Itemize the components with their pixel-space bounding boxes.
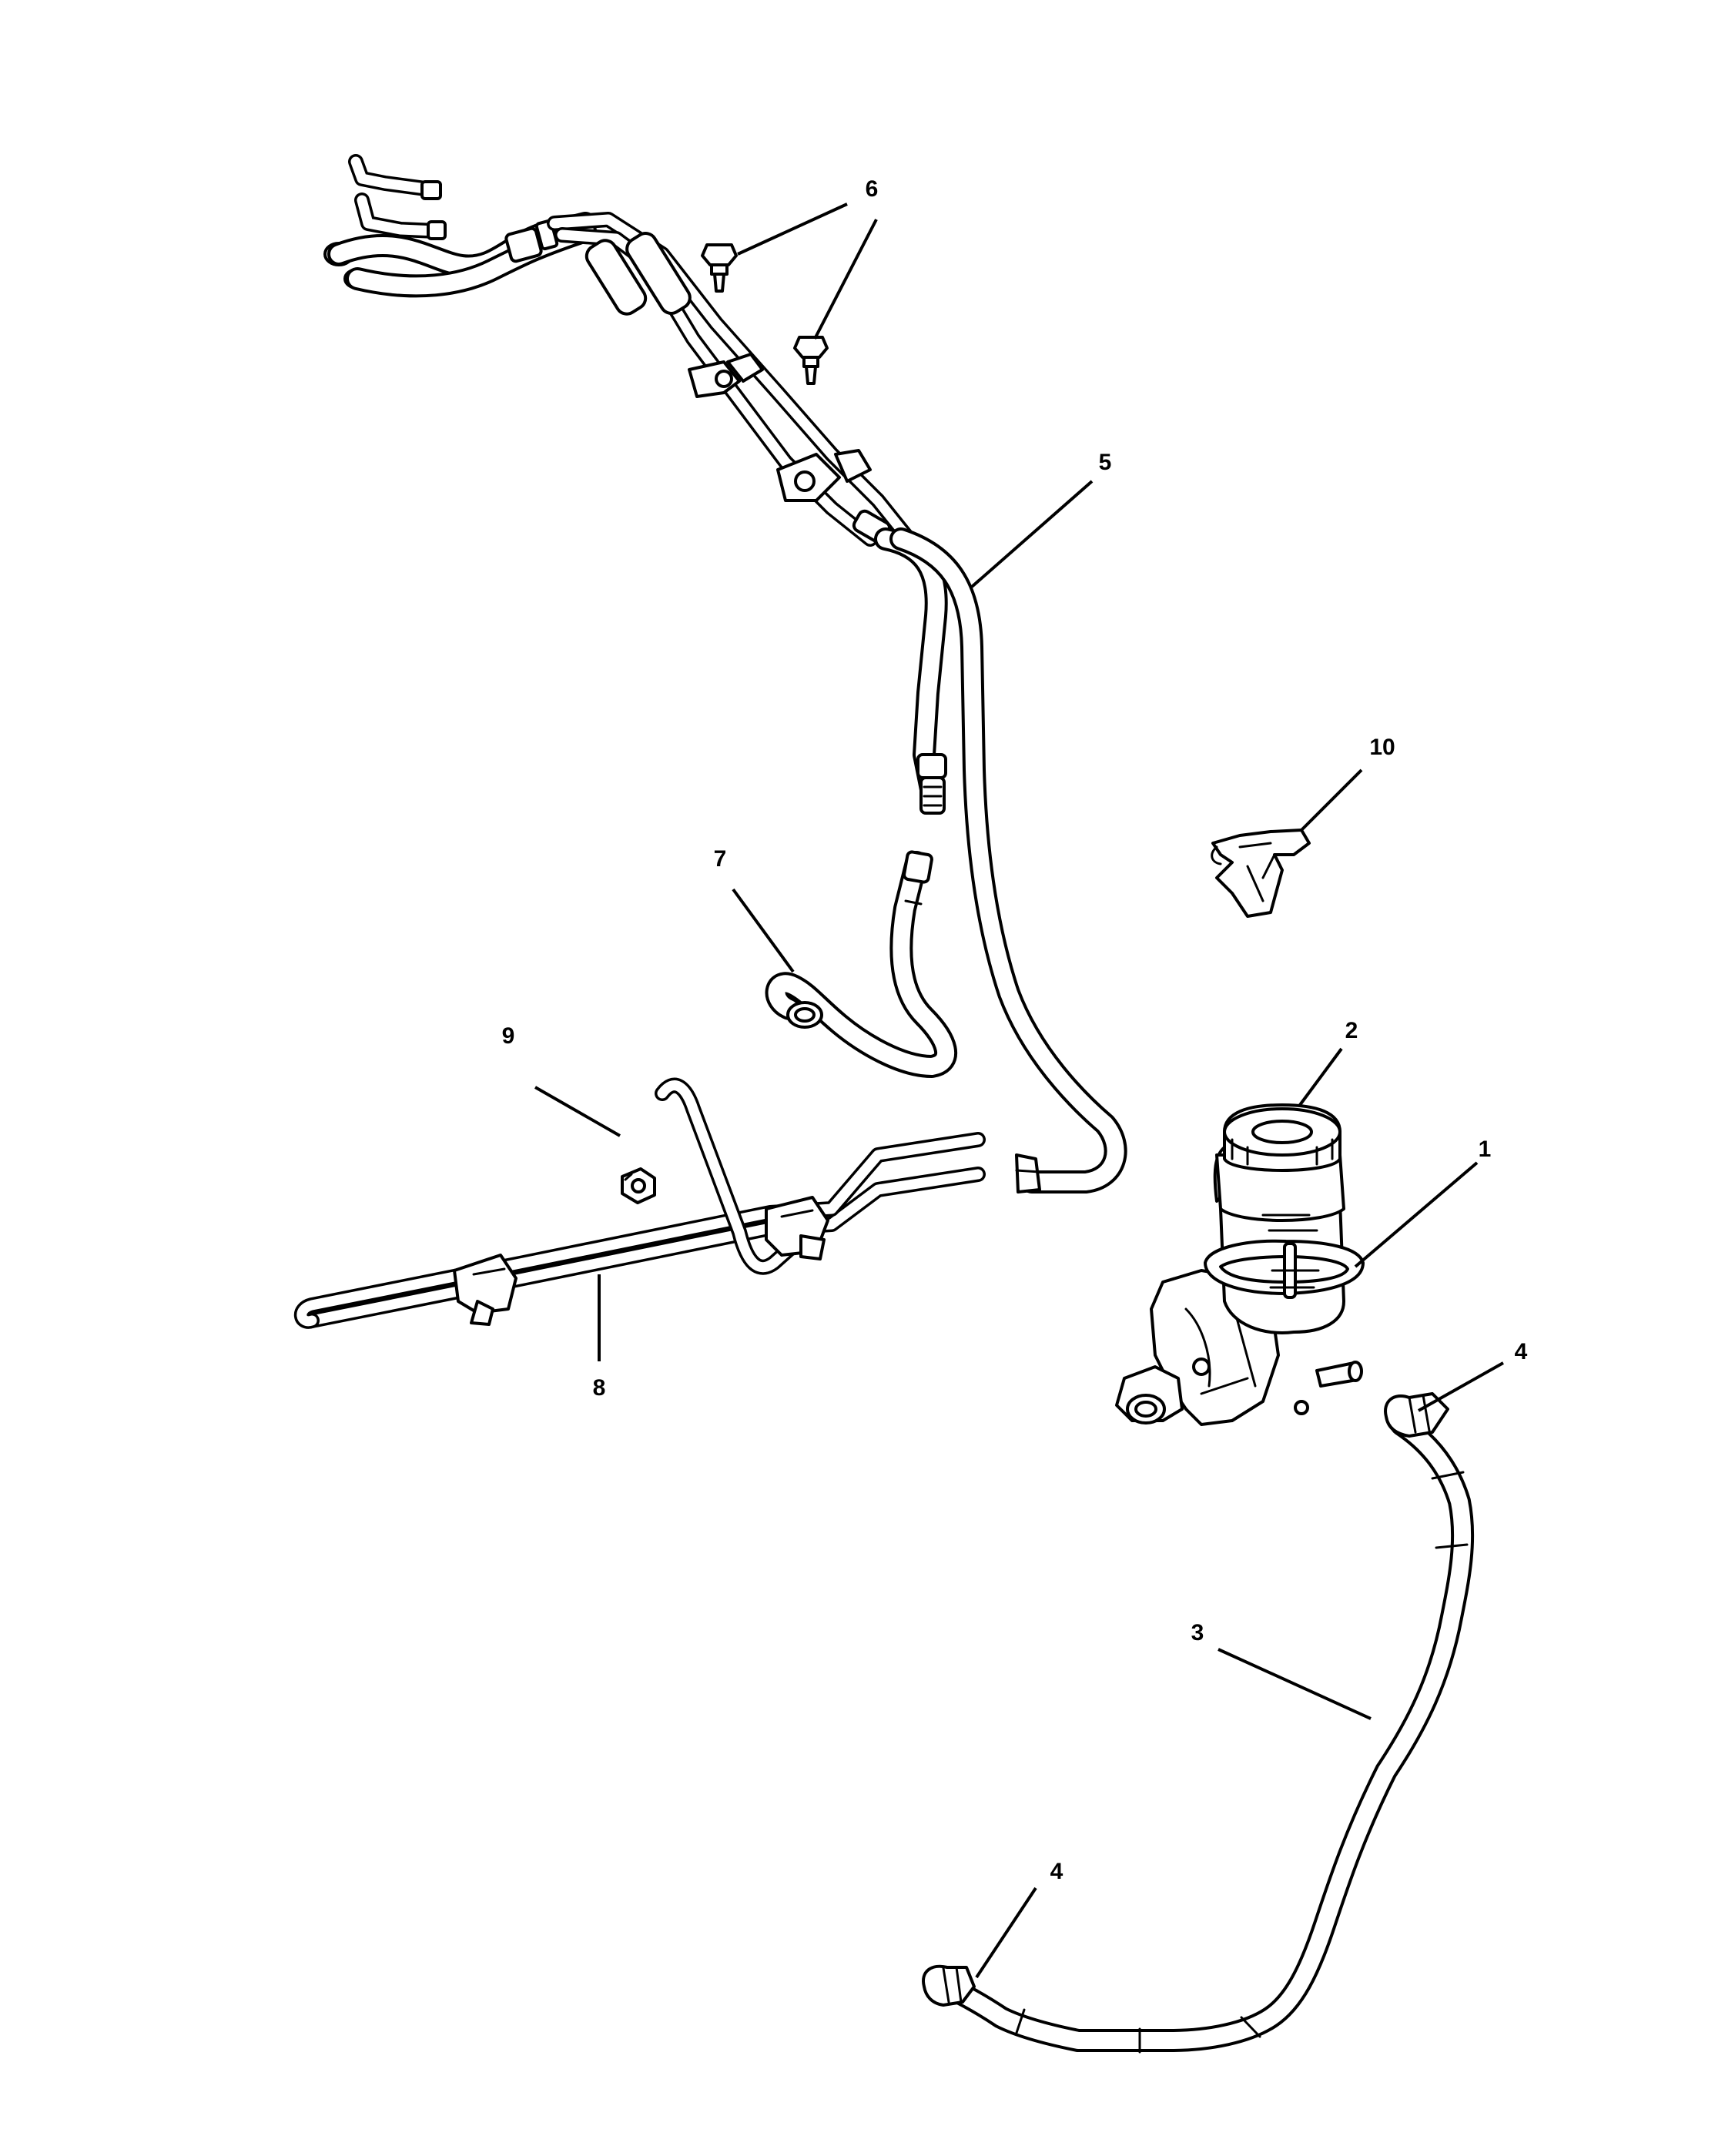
bolt-icon (701, 243, 738, 293)
callout-4b: 4 (1050, 1859, 1063, 1884)
callout-2: 2 (1345, 1018, 1358, 1043)
leader-5 (970, 480, 1094, 588)
bolt-icon (793, 336, 829, 385)
callout-labels: 1 2 3 4 4 5 6 7 8 9 10 (502, 176, 1528, 1884)
leader-1 (1354, 1161, 1479, 1268)
leader-9 (534, 1086, 621, 1137)
callout-8: 8 (593, 1375, 606, 1401)
leader-10 (1300, 768, 1363, 832)
callout-9: 9 (502, 1023, 515, 1049)
part-1-reservoir-bracket[interactable] (1115, 1146, 1365, 1426)
callout-4a: 4 (1515, 1339, 1528, 1364)
leader-2 (1298, 1047, 1343, 1106)
part-9-nut[interactable] (621, 1167, 656, 1204)
leader-lines (534, 203, 1504, 1979)
leader-7 (732, 888, 795, 973)
leader-6a (737, 203, 848, 256)
part-4-hose-clamp-lower[interactable] (922, 1964, 976, 2007)
callout-10: 10 (1369, 735, 1395, 760)
leader-3 (1218, 1648, 1372, 1720)
part-2-reservoir-cap[interactable] (1223, 1103, 1341, 1172)
part-5-hose-assembly[interactable] (323, 154, 1127, 1194)
leader-4b (975, 1886, 1037, 1979)
leader-6b (813, 219, 878, 340)
callout-5: 5 (1099, 450, 1112, 475)
callout-3: 3 (1191, 1620, 1204, 1645)
part-3-return-hose[interactable] (936, 1413, 1475, 2054)
part-7-hose[interactable] (765, 850, 957, 1078)
part-6-bolts[interactable] (701, 243, 829, 385)
leader-4a (1418, 1361, 1504, 1412)
part-8-cooler-tube[interactable] (293, 1077, 986, 1329)
callout-7: 7 (714, 846, 727, 872)
callout-1: 1 (1479, 1137, 1492, 1162)
callout-6: 6 (866, 176, 879, 202)
part-10-clip[interactable] (1211, 829, 1311, 918)
